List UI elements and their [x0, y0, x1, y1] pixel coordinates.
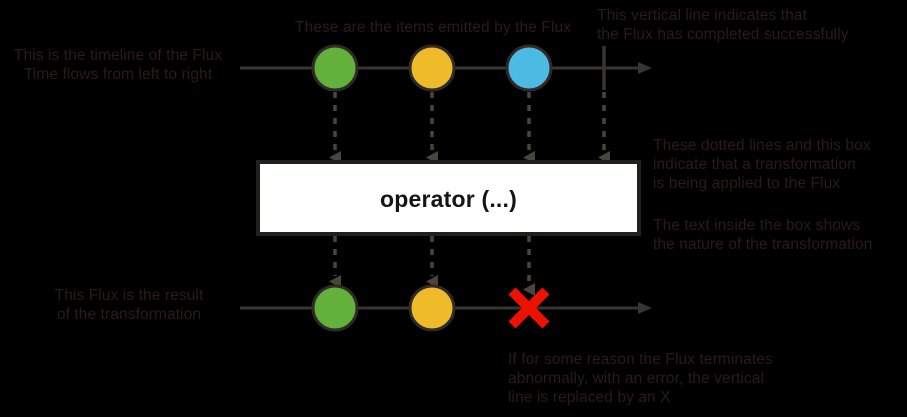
marble-green-source — [311, 44, 359, 92]
marble-yellow-source — [408, 44, 456, 92]
annotation-items-emitted: These are the items emitted by the Flux — [294, 19, 572, 36]
annotation-transformation: These dotted lines and this box indicate… — [653, 137, 871, 192]
marble-blue-source — [505, 44, 553, 92]
connectors-into-operator — [329, 92, 610, 164]
error-x-marker — [508, 287, 550, 329]
marble-green-result — [311, 284, 359, 332]
annotation-source-timeline: This is the timeline of the Flux Time fl… — [13, 47, 223, 83]
operator-box[interactable] — [256, 160, 641, 236]
result-timeline-group — [240, 284, 652, 332]
annotation-box-text-meaning: The text inside the box shows the nature… — [653, 217, 873, 253]
source-timeline-group — [240, 44, 652, 92]
annotation-result-timeline: This Flux is the result of the transform… — [54, 287, 204, 323]
connectors-out-of-operator — [329, 236, 535, 296]
marble-yellow-result — [408, 284, 456, 332]
operator-label: operator (...) — [380, 186, 517, 212]
annotation-error-note: If for some reason the Flux terminates a… — [508, 351, 773, 406]
annotation-completion-line: This vertical line indicates that the Fl… — [597, 7, 849, 43]
